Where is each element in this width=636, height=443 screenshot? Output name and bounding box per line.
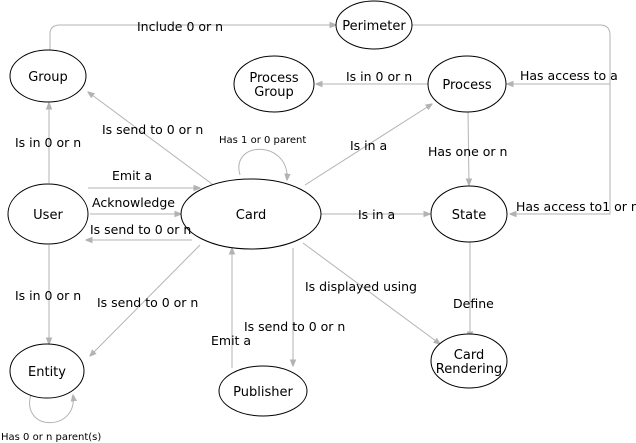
node-user-label: User <box>33 208 63 223</box>
edge-perimeter-state <box>510 84 611 214</box>
edge-card-rendering <box>302 242 440 344</box>
node-process-label: Process <box>442 78 492 93</box>
edge-label-card-user: Is send to 0 or n <box>90 222 191 237</box>
edge-label-process-processgroup: Is in 0 or n <box>346 69 412 84</box>
node-process-group-label-1: Process <box>249 71 299 86</box>
node-card-rendering-label-2: Rendering <box>436 362 502 377</box>
edge-label-user-card-ack: Acknowledge <box>92 195 175 210</box>
edge-label-state-rendering: Define <box>453 296 494 311</box>
edge-card-entity <box>90 244 201 356</box>
edge-entity-self <box>29 394 74 424</box>
edge-label-group-perimeter: Include 0 or n <box>137 19 223 34</box>
node-publisher-label: Publisher <box>233 385 293 400</box>
edge-label-user-entity: Is in 0 or n <box>15 288 81 303</box>
edge-label-card-process: Is in a <box>350 138 387 153</box>
edge-label-card-group: Is send to 0 or n <box>102 122 203 137</box>
node-process-group[interactable]: Process Group <box>233 55 315 113</box>
node-user[interactable]: User <box>7 183 89 245</box>
edge-label-publisher-card: Emit a <box>211 333 251 348</box>
node-entity-label: Entity <box>28 365 66 380</box>
node-process[interactable]: Process <box>427 55 507 113</box>
edge-label-perimeter-state: Has access to1 or n <box>516 199 636 214</box>
edge-label-card-entity: Is send to 0 or n <box>97 295 198 310</box>
node-process-group-label-2: Group <box>254 85 294 100</box>
edge-label-user-card-emit: Emit a <box>112 168 152 183</box>
node-group-label: Group <box>28 70 68 85</box>
node-card-label: Card <box>236 208 266 223</box>
edge-label-card-self: Has 1 or 0 parent <box>219 135 306 146</box>
edge-label-card-state: Is in a <box>358 207 395 222</box>
node-entity[interactable]: Entity <box>9 343 85 399</box>
node-state[interactable]: State <box>430 185 508 243</box>
edge-card-process <box>304 104 432 186</box>
edge-label-card-rendering: Is displayed using <box>305 279 417 294</box>
edge-perimeter-process <box>412 24 611 84</box>
node-card-rendering[interactable]: Card Rendering <box>430 333 508 389</box>
edge-card-group <box>88 92 213 185</box>
node-group[interactable]: Group <box>9 49 87 103</box>
node-publisher[interactable]: Publisher <box>218 365 308 417</box>
edge-label-user-group: Is in 0 or n <box>15 135 81 150</box>
edge-group-perimeter <box>49 25 336 52</box>
node-state-label: State <box>452 208 486 223</box>
edge-label-process-state: Has one or n <box>428 144 507 159</box>
edge-card-self <box>238 148 287 180</box>
node-card-rendering-label-1: Card <box>454 348 484 363</box>
edge-process-state <box>468 111 469 185</box>
edge-label-card-publisher: Is send to 0 or n <box>244 319 345 334</box>
edge-label-entity-self: Has 0 or n parent(s) <box>1 432 101 443</box>
edge-label-perimeter-process: Has access to a <box>520 68 618 83</box>
node-perimeter-label: Perimeter <box>342 19 406 34</box>
node-perimeter[interactable]: Perimeter <box>335 0 413 50</box>
node-card[interactable]: Card <box>180 178 322 250</box>
